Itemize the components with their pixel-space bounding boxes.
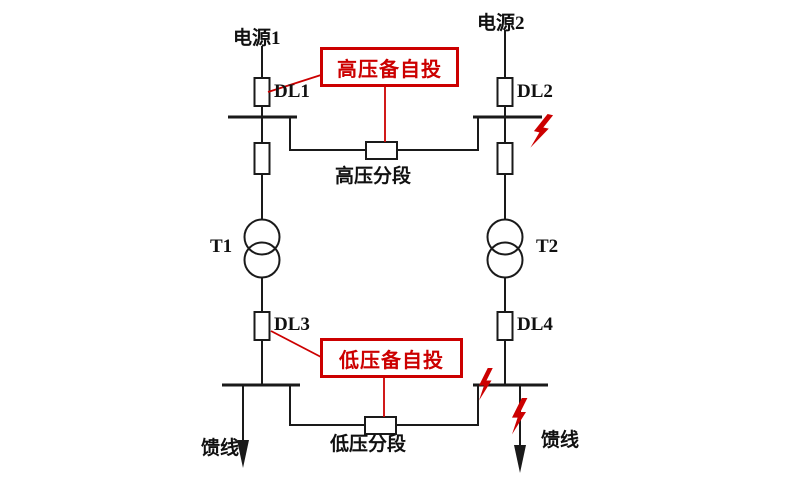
breaker-dl3-symbol [253, 311, 271, 341]
hv-tie-breaker-symbol [365, 141, 398, 160]
lv-section-label: 低压分段 [330, 434, 407, 455]
breaker-dl4-symbol [496, 311, 514, 341]
transformer-t2-symbol [486, 241, 524, 279]
hv-ats-box: 高压备自投 [320, 47, 459, 87]
dl4-label: DL4 [517, 314, 553, 335]
lv-ats-label: 低压备自投 [339, 349, 444, 372]
hv-ats-label: 高压备自投 [337, 58, 442, 81]
feeder-arrow-left-icon [237, 440, 249, 468]
transformer-t1-symbol [243, 218, 281, 256]
transformer-t1-symbol [243, 241, 281, 279]
hv-ats-pointer-dl1 [267, 74, 322, 93]
t1-label: T1 [210, 236, 233, 257]
dl2-label: DL2 [517, 81, 553, 102]
breaker-right-series-symbol [496, 142, 514, 175]
t2-label: T2 [536, 236, 559, 257]
hv-section-label: 高压分段 [335, 166, 412, 187]
source2-label: 电源2 [477, 13, 525, 34]
lv-tie-lines [289, 385, 479, 426]
breaker-left-series-symbol [253, 142, 271, 175]
ats-pointer-lines [267, 74, 386, 417]
dl1-label: DL1 [274, 81, 310, 102]
fault-lightning-icon [512, 398, 528, 435]
feeder-left-label: 馈线 [201, 438, 240, 459]
dl3-label: DL3 [274, 314, 310, 335]
breaker-dl1-symbol [253, 77, 271, 107]
transformer-t2-symbol [486, 218, 524, 256]
lv-ats-pointer-dl3 [270, 330, 322, 358]
hv-tie-lines [289, 117, 479, 151]
source1-label: 电源1 [233, 28, 281, 49]
feeder-right-label: 馈线 [541, 430, 580, 451]
right-branch-lines [473, 30, 548, 447]
lv-tie-breaker-symbol [364, 416, 397, 435]
fault-lightning-icon [479, 368, 493, 401]
breaker-dl2-symbol [496, 77, 514, 107]
feeder-arrow-right-icon [514, 445, 526, 473]
left-branch-lines [222, 46, 300, 442]
fault-lightning-icon [530, 114, 554, 148]
lv-ats-box: 低压备自投 [320, 338, 463, 378]
